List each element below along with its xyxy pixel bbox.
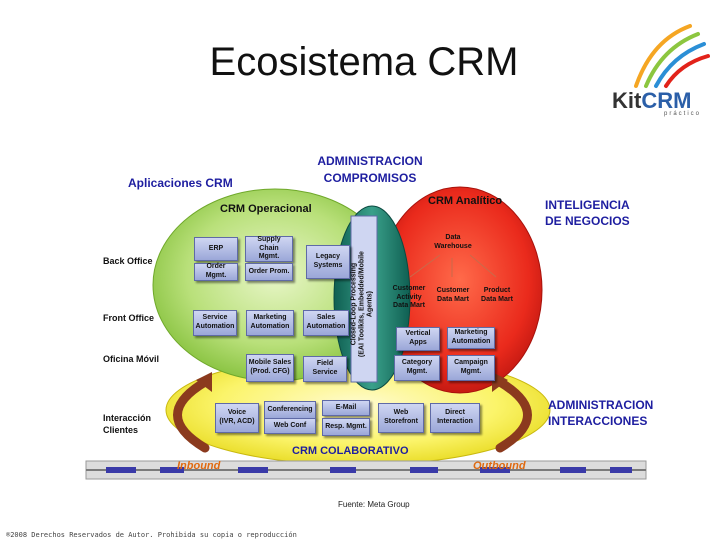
outbound-label: Outbound (473, 460, 526, 472)
row-oficina-movil: Oficina Móvil (103, 354, 160, 364)
box-direct-interaction: Direct Interaction (430, 403, 480, 433)
crm-operacional-label: CRM Operacional (220, 203, 312, 215)
crm-colaborativo-label: CRM COLABORATIVO (292, 445, 409, 457)
box-voice: Voice (IVR, ACD) (215, 403, 259, 433)
analytic-connectors (409, 254, 497, 278)
box-erp: ERP (194, 237, 238, 261)
customer-activity-label: Customer Activity Data Mart (392, 284, 426, 310)
bottom-bar-divider (86, 469, 646, 471)
box-category-mgmt: Category Mgmt. (394, 355, 440, 381)
kitcrm-logo-graphic (634, 24, 710, 88)
box-email: E-Mail (322, 400, 370, 416)
box-supply-chain: Supply Chain Mgmt. (245, 236, 293, 262)
admin-compromisos-label: ADMINISTRACION COMPROMISOS (317, 154, 423, 186)
page-title: Ecosistema CRM (209, 40, 519, 84)
inbound-label: Inbound (177, 460, 221, 472)
source-label: Fuente: Meta Group (338, 500, 410, 509)
cylinder-data-warehouse: Data Warehouse (431, 218, 475, 258)
box-sales-automation: Sales Automation (303, 310, 349, 336)
admin-interacciones-label: ADMINISTRACION INTERACCIONES (548, 398, 654, 429)
box-resp-mgmt: Resp. Mgmt. (322, 418, 370, 436)
row-back-office: Back Office (103, 256, 153, 266)
kitcrm-logo: KitCRM (612, 88, 691, 114)
inbound-arrowhead (196, 372, 212, 392)
box-marketing-automation-analytic: Marketing Automation (447, 327, 495, 349)
box-legacy-systems: Legacy Systems (306, 245, 350, 279)
cylinder-customer-activity: Customer Activity Data Mart (388, 272, 430, 314)
row-front-office: Front Office (103, 313, 154, 323)
aplicaciones-crm-label: Aplicaciones CRM (128, 176, 233, 190)
box-service-automation: Service Automation (193, 310, 237, 336)
logo-crm-text: CRM (641, 88, 692, 113)
box-web-conf: Web Conf (264, 418, 316, 434)
box-marketing-automation: Marketing Automation (246, 310, 294, 336)
inteligencia-negocios-label: INTELIGENCIA DE NEGOCIOS (545, 198, 630, 229)
row-interaccion-clientes: Interacción Clientes (103, 413, 152, 435)
box-order-prom: Order Prom. (245, 263, 293, 281)
closed-loop-box (350, 215, 378, 383)
crm-analitico-label: CRM Analítico (428, 195, 503, 207)
inbound-arrow (173, 377, 210, 453)
box-field-service: Field Service (303, 356, 347, 382)
customer-data-mart-label: Customer Data Mart (436, 287, 470, 303)
box-mobile-sales: Mobile Sales (Prod. CFG) (246, 354, 294, 382)
closed-loop-label: Closed-Loop Processing (EAI Toolkits, Em… (350, 251, 374, 358)
cylinder-customer-data-mart: Customer Data Mart (432, 272, 474, 310)
copyright-notice: ®2008 Derechos Reservados de Autor. Proh… (6, 531, 297, 539)
box-vertical-apps: Vertical Apps (396, 327, 440, 351)
outbound-arrow (495, 377, 532, 453)
logo-subtitle: práctico (664, 111, 702, 117)
cylinder-product-data-mart: Product Data Mart (476, 272, 518, 310)
box-campaign-mgmt: Campaign Mgmt. (447, 355, 495, 381)
box-web-storefront: Web Storefront (378, 403, 424, 433)
logo-kit-text: Kit (612, 88, 642, 113)
data-warehouse-label: Data Warehouse (434, 234, 472, 250)
product-data-mart-label: Product Data Mart (481, 287, 513, 303)
bottom-bar-marks (106, 467, 632, 473)
box-order-mgmt: Order Mgmt. (194, 263, 238, 281)
box-conferencing: Conferencing (264, 401, 316, 419)
outbound-arrowhead (492, 372, 508, 392)
closed-loop-processing: Closed-Loop Processing (EAI Toolkits, Em… (350, 240, 373, 360)
